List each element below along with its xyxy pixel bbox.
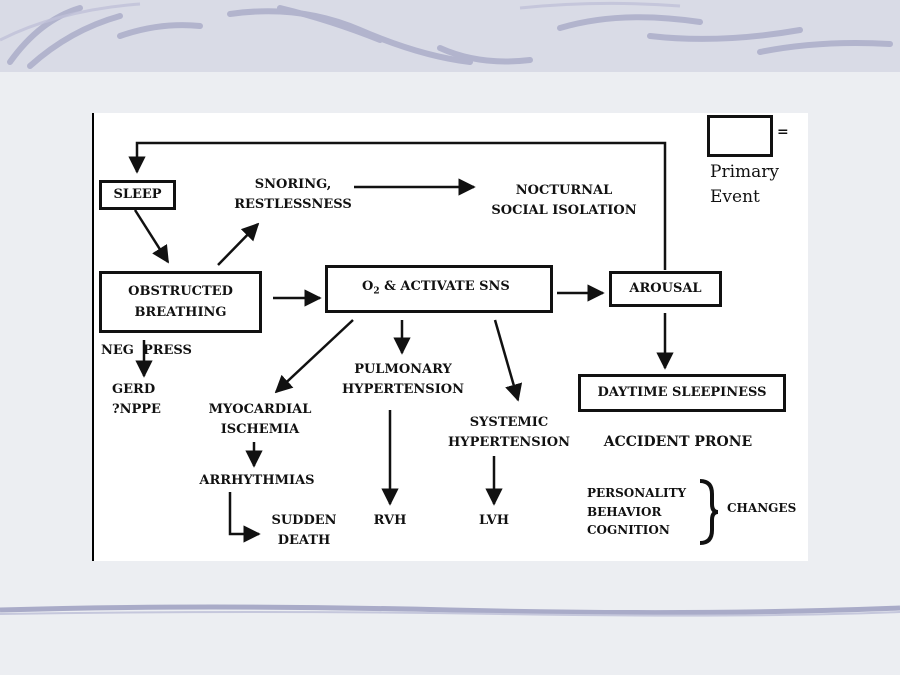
node-myocardial-ischemia: MYOCARDIAL ISCHEMIA (208, 402, 312, 437)
node-systemic-hypertension: SYSTEMIC HYPERTENSION (448, 415, 570, 450)
legend-box-icon (707, 115, 773, 157)
node-arrhythmias: ARRHYTHMIAS (199, 473, 315, 488)
arrow-sleep-to-obstructed (133, 209, 170, 264)
arrow-arousal-to-sleep (128, 141, 667, 270)
node-snoring-restlessness: SNORING, RESTLESSNESS (234, 177, 352, 212)
panel-left-border (92, 113, 94, 561)
node-sudden-death: SUDDEN DEATH (271, 513, 337, 548)
o2-label: O2 & ACTIVATE SNS (362, 278, 510, 297)
legend-primary-event: Primary Event (710, 162, 779, 207)
node-pulmonary-hypertension: PULMONARY HYPERTENSION (342, 362, 464, 397)
node-nocturnal-social-isolation: NOCTURNAL SOCIAL ISOLATION (491, 183, 637, 218)
node-arousal: AROUSAL (609, 271, 722, 307)
node-lvh: LVH (479, 513, 509, 528)
node-obstructed-breathing: OBSTRUCTED BREATHING (99, 271, 262, 333)
node-daytime-sleepiness: DAYTIME SLEEPINESS (578, 374, 786, 412)
node-personality-behavior-cognition: PERSONALITY BEHAVIOR COGNITION (587, 486, 687, 537)
node-accident-prone: ACCIDENT PRONE (603, 434, 753, 450)
node-changes: CHANGES (727, 501, 797, 515)
node-gerd-nppe: GERD ?NPPE (112, 382, 161, 417)
arrow-obstructed-to-snoring (217, 222, 260, 266)
node-o2-activate-sns: O2 & ACTIVATE SNS (325, 265, 553, 313)
node-sleep: SLEEP (99, 180, 176, 210)
node-rvh: RVH (373, 513, 407, 528)
curly-brace-icon (699, 479, 719, 545)
arrow-arrhythmias-to-sudden-death (228, 492, 261, 543)
label-neg-press: NEG PRESS (101, 343, 192, 358)
arrow-o2-to-systemic (493, 319, 523, 402)
legend-equals: = (777, 124, 789, 140)
arrow-o2-to-myocardial (274, 319, 354, 394)
